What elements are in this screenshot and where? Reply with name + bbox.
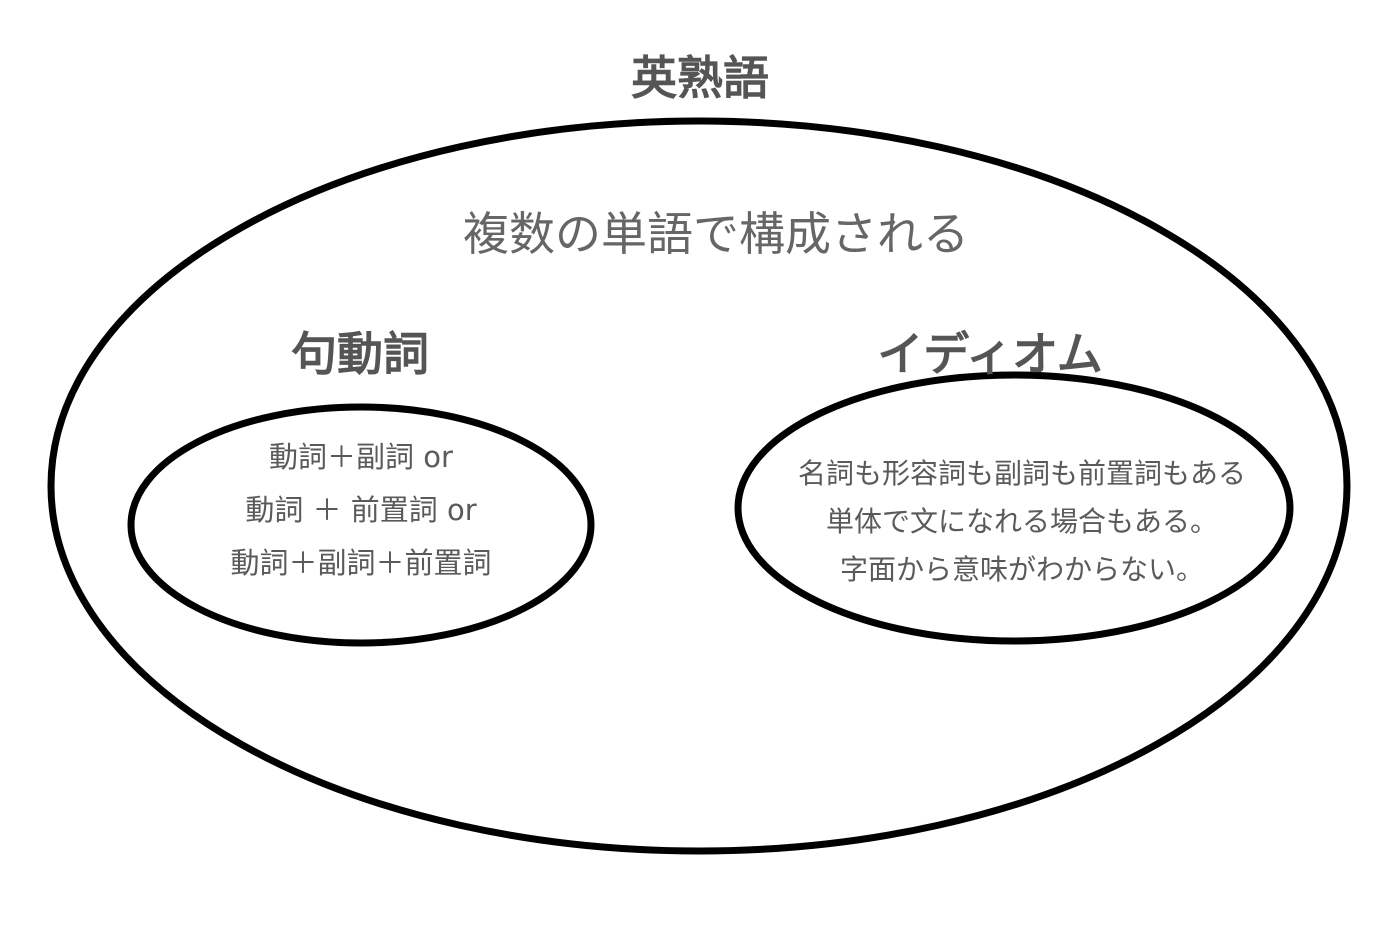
diagram-title: 英熟語 — [631, 51, 769, 105]
right-description: 名詞も形容詞も副詞も前置詞もある 単体で文になれる場合もある。 字面から意味がわ… — [798, 450, 1246, 594]
left-description: 動詞＋副詞 or 動詞 ＋ 前置詞 or 動詞＋副詞＋前置詞 — [230, 431, 491, 590]
outer-description: 複数の単語で構成される — [463, 207, 969, 261]
left-line-2: 動詞 ＋ 前置詞 or — [245, 493, 477, 527]
left-ellipse — [127, 403, 595, 647]
outer-ellipse — [47, 117, 1351, 855]
right-line-1: 名詞も形容詞も副詞も前置詞もある — [797, 457, 1247, 490]
left-line-3: 動詞＋副詞＋前置詞 — [230, 546, 492, 580]
left-heading: 句動詞 — [291, 327, 429, 381]
right-heading: イディオム — [877, 327, 1103, 381]
right-line-2: 単体で文になれる場合もある。 — [825, 505, 1219, 538]
right-ellipse — [734, 371, 1294, 645]
left-line-1: 動詞＋副詞 or — [269, 440, 453, 474]
right-line-3: 字面から意味がわからない。 — [839, 553, 1205, 586]
